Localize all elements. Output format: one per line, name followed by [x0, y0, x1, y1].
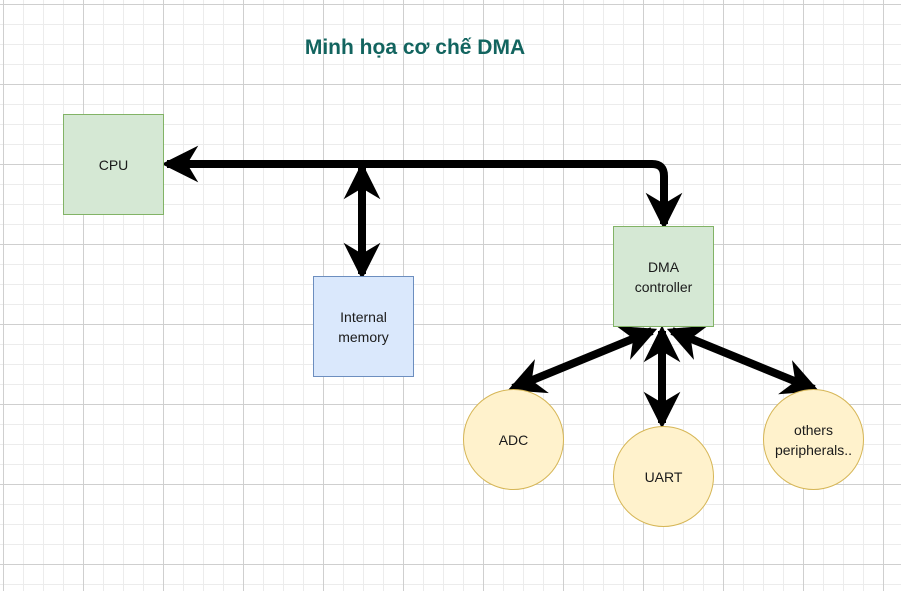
internal-memory-node[interactable]: Internal memory [313, 276, 414, 377]
uart-node[interactable]: UART [613, 426, 714, 527]
dma-controller-node[interactable]: DMA controller [613, 226, 714, 327]
cpu-node[interactable]: CPU [63, 114, 164, 215]
diagram-title: Minh họa cơ chế DMA [304, 36, 526, 59]
edge-dma-adc[interactable] [507, 325, 658, 394]
edge-dma-others[interactable] [666, 325, 820, 395]
adc-node[interactable]: ADC [463, 389, 564, 490]
others-peripherals-node[interactable]: others peripherals.. [763, 389, 864, 490]
bus-cpu-to-dma[interactable] [161, 145, 683, 230]
